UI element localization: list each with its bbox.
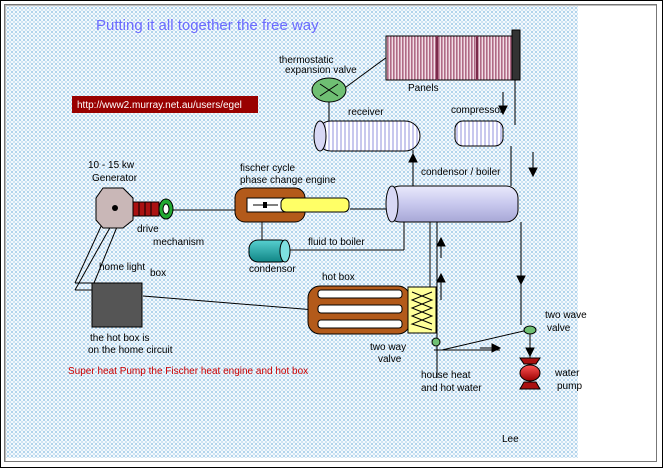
- url-link[interactable]: http://www2.murray.net.au/users/egel: [77, 100, 242, 111]
- solar-panels: [385, 29, 521, 81]
- thermostatic-label-line1: thermostatic: [279, 55, 333, 66]
- water-pump: [519, 357, 541, 390]
- water-pump-label-line1: water: [554, 368, 580, 379]
- fischer-label-line2: phase change engine: [240, 175, 336, 186]
- thermostatic-label-line2: expansion valve: [285, 65, 357, 76]
- receiver-tank: [313, 120, 421, 152]
- diagram-caption: Super heat Pump the Fischer heat engine …: [68, 366, 308, 377]
- mechanism-label: mechanism: [153, 237, 204, 248]
- hot-box-label: hot box: [322, 272, 355, 283]
- condensor-boiler-label: condensor / boiler: [421, 167, 501, 178]
- flow-arrows: [408, 92, 538, 358]
- house-heat-label-line1: house heat: [421, 370, 471, 381]
- fischer-label-line1: fischer cycle: [240, 163, 295, 174]
- hot-box-note-line1: the hot box is: [90, 333, 149, 344]
- home-light-label: home light: [99, 262, 145, 273]
- window-inner-border: [4, 4, 657, 462]
- house-heat-label-line2: and hot water: [421, 383, 482, 394]
- diagram-title: Putting it all together the free way: [96, 17, 319, 34]
- hot-box: [307, 285, 437, 335]
- panels-label: Panels: [408, 83, 439, 94]
- drive-label: drive: [137, 224, 159, 235]
- home-light-box: [91, 282, 143, 328]
- fluid-to-boiler-label: fluid to boiler: [308, 237, 365, 248]
- hot-box-note-line2: on the home circuit: [88, 345, 173, 356]
- compressor-label: compressor: [451, 105, 504, 116]
- generator: [95, 187, 134, 229]
- two-wave-label-line2: valve: [547, 323, 571, 334]
- condensor-label: condensor: [249, 264, 296, 275]
- fischer-cycle-engine: [234, 187, 350, 223]
- small-condensor: [248, 239, 291, 263]
- thermostatic-expansion-valve: [311, 77, 347, 103]
- compressor: [454, 120, 504, 147]
- box-label: box: [150, 268, 166, 279]
- two-way-label-line1: two way: [370, 342, 406, 353]
- url-badge[interactable]: [72, 96, 258, 113]
- generator-label-line1: 10 - 15 kw: [88, 160, 135, 171]
- two-way-label-line2: valve: [378, 354, 402, 365]
- two-wave-label-line1: two wave: [545, 310, 587, 321]
- generator-label-line2: Generator: [92, 173, 138, 184]
- author-label: Lee: [502, 434, 519, 445]
- two-wave-valve: [523, 325, 537, 335]
- drive-mechanism: [132, 198, 174, 220]
- diagram-canvas: [6, 6, 578, 458]
- water-pump-label-line2: pump: [557, 381, 582, 392]
- condensor-boiler-tank: [385, 185, 519, 223]
- receiver-label: receiver: [348, 107, 384, 118]
- two-way-valve: [431, 337, 441, 347]
